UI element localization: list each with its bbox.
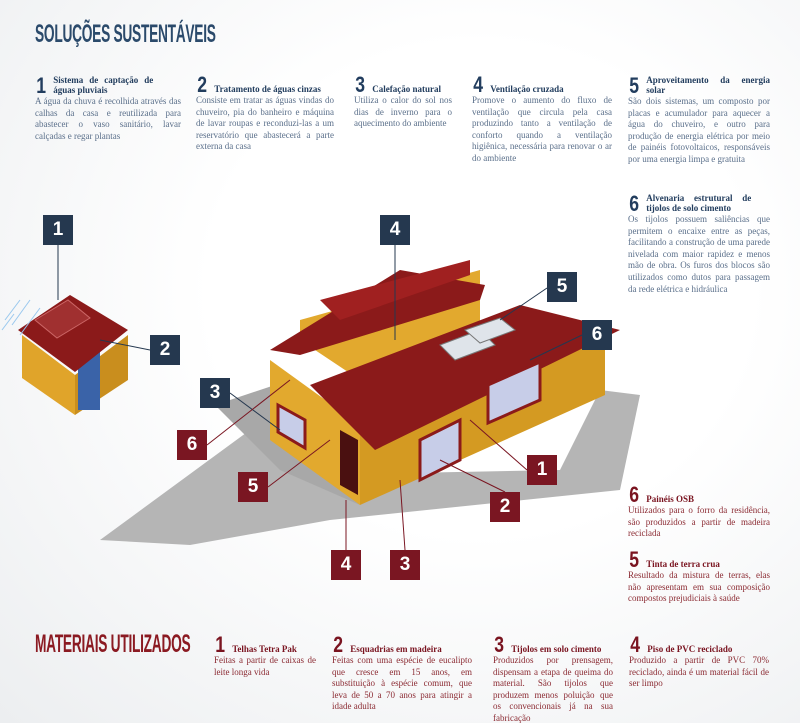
door	[340, 430, 358, 495]
item-title: Tinta de terra crua	[646, 559, 720, 569]
item-number: 1	[36, 73, 47, 98]
item-text: Promove o aumento do fluxo de ventilação…	[472, 95, 612, 163]
item-number: 1	[215, 632, 226, 657]
item-title: Telhas Tetra Pak	[232, 644, 297, 654]
solution-item: 3 Calefação natural Utiliza o calor do so…	[354, 72, 452, 130]
tank-building-front	[22, 335, 75, 415]
item-text: Produzido a partir de PVC 70% reciclado,…	[629, 655, 769, 689]
item-title: Tijolos em solo cimento	[511, 644, 602, 654]
marker-solution-2: 2	[150, 335, 180, 365]
material-item: 3 Tijolos em solo cimento Produzidos por …	[493, 632, 613, 725]
house-upper-roof	[270, 270, 485, 355]
solution-item: 1 Sistema de captação de águas pluviais A…	[35, 75, 181, 142]
material-item: 4 Piso de PVC reciclado Produzido a parti…	[629, 632, 769, 690]
marker-material-2: 2	[490, 492, 520, 522]
marker-material-1: 1	[527, 455, 557, 485]
solution-item: 5 Aproveitamento da energia solar São doi…	[628, 75, 770, 166]
item-number: 5	[629, 547, 640, 572]
marker-material-6: 6	[177, 430, 207, 460]
item-title: Alvenaria estrutural de tijolos de solo …	[646, 193, 752, 213]
rain-lines	[1, 299, 41, 336]
marker-solution-4: 4	[380, 215, 410, 245]
material-item: 6 Painéis OSB Utilizados para o forro da …	[628, 482, 770, 540]
marker-solution-5: 5	[547, 272, 577, 302]
item-text: Produzidos por prensagem, dispensam a et…	[493, 655, 613, 723]
leader-lines	[57, 245, 583, 431]
item-number: 3	[494, 632, 505, 657]
item-text: A água da chuva é recolhida através das …	[35, 96, 181, 141]
item-text: Os tijolos possuem saliências que permit…	[628, 214, 770, 294]
marker-material-5: 5	[238, 472, 268, 502]
item-title: Tratamento de águas cinzas	[214, 84, 321, 94]
marker-material-4: 4	[331, 550, 361, 580]
page-title: SOLUÇÕES SUSTENTÁVEIS	[35, 20, 216, 48]
item-number: 6	[629, 482, 640, 507]
item-title: Sistema de captação de águas pluviais	[53, 75, 154, 95]
marker-material-3: 3	[390, 550, 420, 580]
material-item: 5 Tinta de terra crua Resultado da mistur…	[628, 547, 770, 605]
item-number: 3	[355, 72, 366, 97]
item-number: 2	[197, 72, 208, 97]
item-title: Aproveitamento da energia solar	[646, 75, 770, 95]
ground-path	[100, 390, 640, 545]
item-text: Feitas com uma espécie de eucalipto que …	[332, 655, 472, 712]
material-item: 1 Telhas Tetra Pak Feitas a partir de cai…	[214, 632, 316, 678]
solar-panel	[464, 317, 517, 344]
tank-roof-solar	[34, 299, 91, 339]
item-text: Consiste em tratar as águas vindas do ch…	[196, 95, 334, 152]
window	[486, 359, 542, 426]
item-text: Utilizados para o forro da residência, s…	[628, 505, 770, 539]
item-title: Ventilação cruzada	[490, 84, 564, 94]
item-number: 2	[333, 632, 344, 657]
solution-item: 6 Alvenaria estrutural de tijolos de solo…	[628, 193, 770, 295]
item-title: Calefação natural	[372, 84, 441, 94]
item-number: 4	[630, 632, 641, 657]
marker-solution-3: 3	[200, 378, 230, 408]
solution-item: 2 Tratamento de águas cinzas Consiste em …	[196, 72, 334, 153]
item-title: Piso de PVC reciclado	[647, 644, 733, 654]
item-number: 4	[473, 72, 484, 97]
house-left-wall	[270, 360, 360, 505]
marker-solution-6: 6	[582, 320, 612, 350]
item-text: Feitas a partir de caixas de leite longa…	[214, 655, 316, 677]
item-title: Esquadrias em madeira	[350, 644, 442, 654]
item-text: Resultado da mistura de terras, elas não…	[628, 570, 770, 604]
window	[276, 402, 307, 451]
leader-lines-materials	[206, 379, 528, 551]
item-text: Utiliza o calor do sol nos dias de inver…	[354, 95, 452, 129]
item-text: São dois sistemas, um composto por placa…	[628, 96, 770, 164]
material-item: 2 Esquadrias em madeira Feitas com uma es…	[332, 632, 472, 713]
item-number: 6	[629, 191, 640, 216]
item-number: 5	[629, 73, 640, 98]
solution-item: 4 Ventilação cruzada Promove o aumento do…	[472, 72, 612, 165]
materials-title: MATERIAIS UTILIZADOS	[35, 630, 191, 658]
marker-solution-1: 1	[43, 215, 73, 245]
house-main-roof	[310, 305, 620, 450]
item-title: Painéis OSB	[646, 494, 695, 504]
